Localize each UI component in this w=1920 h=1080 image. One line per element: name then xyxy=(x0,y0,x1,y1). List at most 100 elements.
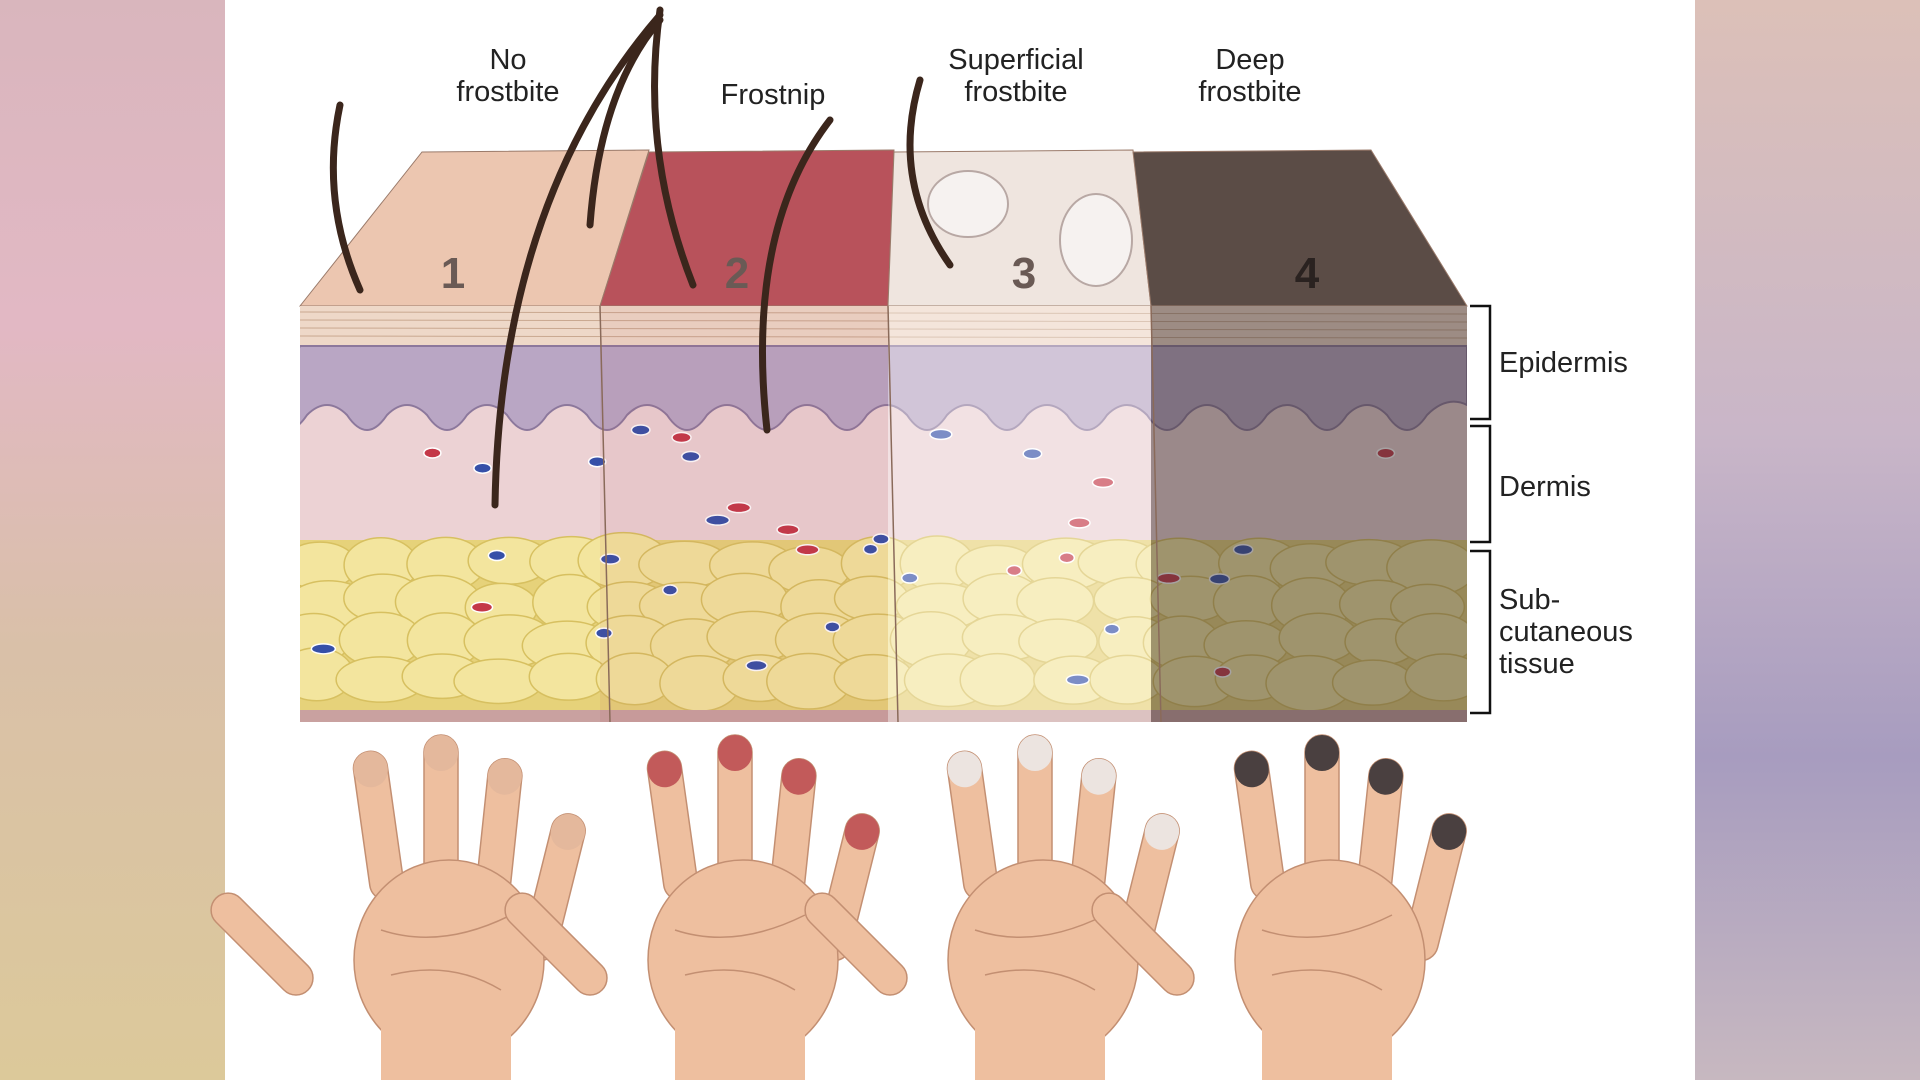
fingertip xyxy=(718,735,752,771)
layer-label: Dermis xyxy=(1499,471,1591,503)
vein xyxy=(929,428,953,441)
fingertip xyxy=(1305,735,1339,771)
vein xyxy=(872,533,890,545)
epidermis-layer xyxy=(300,345,1467,431)
vein xyxy=(745,659,768,672)
thumb xyxy=(210,892,314,996)
vein xyxy=(704,514,731,526)
stratum-line xyxy=(300,319,1467,323)
vein xyxy=(473,462,492,474)
stage-tint-3 xyxy=(888,306,1151,722)
vein xyxy=(487,549,507,562)
layer-bracket xyxy=(1470,424,1492,544)
thumb xyxy=(804,892,908,996)
thumb xyxy=(1091,892,1195,996)
stage-number: 1 xyxy=(441,249,465,298)
stratum-line xyxy=(300,335,1467,339)
vein xyxy=(310,643,337,655)
stage-number: 3 xyxy=(1012,249,1036,298)
artery xyxy=(1091,476,1115,489)
wrist xyxy=(1262,1000,1392,1080)
stage-tint-1 xyxy=(300,306,600,722)
fingertip xyxy=(1368,758,1403,795)
artery xyxy=(1067,517,1091,529)
artery xyxy=(1006,564,1023,577)
palm-creases xyxy=(380,914,512,991)
artery xyxy=(423,447,442,459)
fingertip xyxy=(487,758,522,795)
hair-icon xyxy=(906,76,954,269)
fingertip xyxy=(1144,813,1180,850)
vein xyxy=(1232,543,1254,556)
hair-icon xyxy=(491,11,664,509)
stage-number: 4 xyxy=(1295,249,1320,298)
background-blur-right xyxy=(1695,0,1920,1080)
hairs xyxy=(329,6,954,509)
skin-top-surface xyxy=(298,149,1468,307)
blister xyxy=(1059,193,1133,287)
stage-divider xyxy=(599,306,611,722)
artery xyxy=(671,431,692,444)
vein xyxy=(824,621,841,633)
palm-creases xyxy=(1261,914,1393,991)
fingertip xyxy=(844,813,880,850)
stage-label: frostbite xyxy=(964,76,1067,108)
hand-stage-1 xyxy=(210,734,586,1080)
stage-label: Superficial xyxy=(948,44,1083,76)
hair-icon xyxy=(329,101,364,294)
layer-bracket xyxy=(1470,304,1492,421)
vein xyxy=(1208,573,1231,585)
fascia-layer xyxy=(300,710,1467,722)
vein xyxy=(630,424,651,436)
stage-label: frostbite xyxy=(1198,76,1301,108)
fingertip xyxy=(353,751,388,788)
layer-label: tissue xyxy=(1499,648,1575,680)
hair-icon xyxy=(651,6,697,289)
vein xyxy=(680,450,701,463)
thumb xyxy=(504,892,608,996)
fingertip xyxy=(781,758,816,795)
fingertip xyxy=(1018,735,1052,771)
palm-creases xyxy=(674,914,806,991)
fingertip xyxy=(647,751,682,788)
stage-label: Frostnip xyxy=(721,79,826,111)
artery xyxy=(776,523,800,536)
hair-icon xyxy=(586,16,664,229)
vein xyxy=(662,584,679,596)
vein xyxy=(587,455,607,468)
stage-tint-2 xyxy=(600,306,888,722)
artery xyxy=(1058,551,1076,564)
artery xyxy=(726,501,752,514)
palm-creases xyxy=(974,914,1106,991)
fingertip xyxy=(947,751,982,788)
fingertip xyxy=(550,813,586,850)
stage-label: Deep xyxy=(1215,44,1284,76)
stage-divider xyxy=(887,306,899,722)
layer-label: cutaneous xyxy=(1499,616,1633,648)
fingertip xyxy=(424,735,458,771)
fingertip xyxy=(1081,758,1116,795)
stage-numbers: 1 2 3 4 xyxy=(441,249,1320,298)
vein xyxy=(862,543,879,555)
skin-cross-section xyxy=(300,306,1467,722)
layer-label: Sub- xyxy=(1499,584,1560,616)
stratum-line xyxy=(300,311,1467,315)
stage-label: No xyxy=(489,44,526,76)
hair-icon xyxy=(758,116,834,434)
vein xyxy=(1022,448,1043,460)
stage-number: 2 xyxy=(725,249,749,298)
wrist xyxy=(675,1000,805,1080)
fingertip xyxy=(1234,751,1269,788)
layer-label: Epidermis xyxy=(1499,347,1628,379)
wrist xyxy=(381,1000,511,1080)
artery xyxy=(795,543,820,556)
stage-label: frostbite xyxy=(456,76,559,108)
stage-divider xyxy=(1150,306,1162,722)
hand-stage-4 xyxy=(1091,734,1467,1080)
wrist xyxy=(975,1000,1105,1080)
fingertip xyxy=(1431,813,1467,850)
fat-lobule xyxy=(1404,653,1467,702)
